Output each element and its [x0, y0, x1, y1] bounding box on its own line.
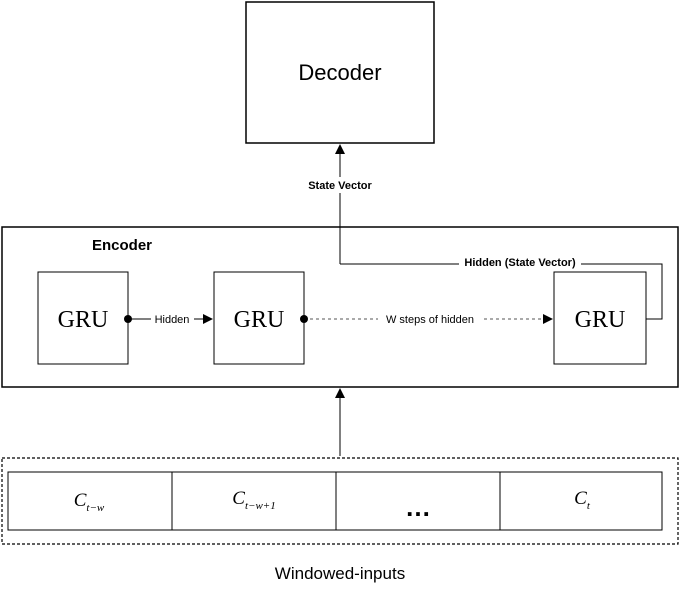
- hidden-label-bg: [151, 311, 194, 327]
- gru-box-2: [213, 271, 305, 365]
- w-steps-label-bg: [378, 311, 482, 327]
- decoder-box: [245, 1, 435, 144]
- gru-label-1: GRU: [58, 307, 109, 333]
- input-cell-2-base: C: [232, 488, 245, 509]
- input-cell-4: Ct: [574, 488, 591, 512]
- inputs-strip: [7, 471, 663, 531]
- gru-box-1: [37, 271, 129, 365]
- w-steps-label: W steps of hidden: [386, 314, 474, 326]
- hidden-label: Hidden: [155, 314, 190, 326]
- w-steps-arrow-dot: [300, 315, 308, 323]
- hidden-state-label: Hidden (State Vector): [464, 257, 576, 269]
- state-vector-label-bg: [302, 177, 378, 193]
- gru-label-3: GRU: [575, 307, 626, 333]
- input-cell-2: Ct−w+1: [232, 488, 275, 512]
- input-cell-1-sub: t−w: [86, 502, 104, 514]
- windowed-inputs-caption: Windowed-inputs: [275, 564, 405, 583]
- input-cell-1: Ct−w: [74, 490, 105, 514]
- windowed-inputs-frame: [1, 457, 679, 545]
- input-cell-3-base: …: [405, 492, 431, 522]
- gru-box-3: [553, 271, 647, 365]
- input-cell-4-base: C: [574, 488, 587, 509]
- hidden-state-label-bg: [459, 255, 581, 271]
- input-cell-1-base: C: [74, 490, 87, 511]
- hidden-arrow-dot: [124, 315, 132, 323]
- input-cell-4-sub: t: [587, 500, 591, 512]
- encoder-box: [1, 226, 679, 388]
- encoder-label: Encoder: [92, 237, 152, 254]
- decoder-label: Decoder: [298, 60, 381, 85]
- input-cell-2-sub: t−w+1: [245, 500, 276, 512]
- gru-label-2: GRU: [234, 307, 285, 333]
- state-vector-label: State Vector: [308, 180, 372, 192]
- input-cell-3: …: [405, 492, 431, 522]
